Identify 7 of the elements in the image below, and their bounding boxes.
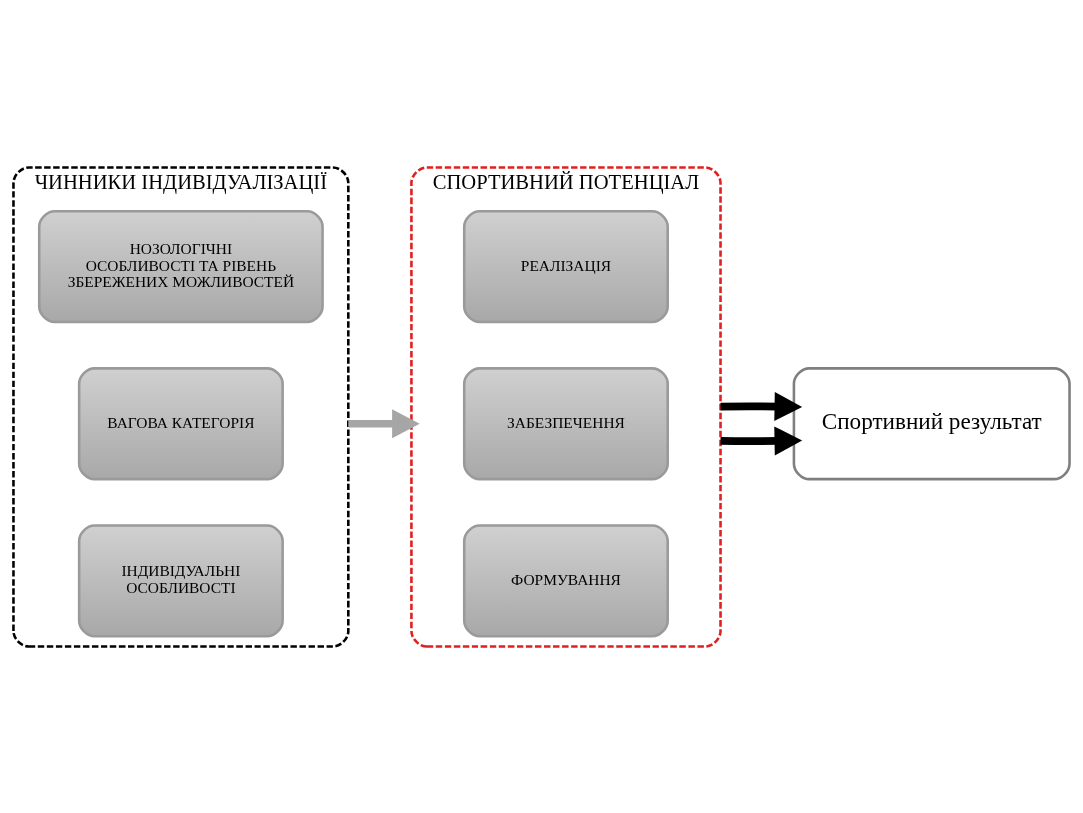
node-box: ІНДИВІДУАЛЬНІ ОСОБЛИВОСТІ	[77, 523, 284, 638]
node-box: НОЗОЛОГІЧНІ ОСОБЛИВОСТІ ТА РІВЕНЬ ЗБЕРЕЖЕНИХ МОЖЛИВОСТЕЙ	[37, 209, 324, 323]
node-box: ВАГОВА КАТЕГОРІЯ	[77, 366, 284, 480]
node-box: РЕАЛІЗАЦІЯ	[462, 209, 669, 323]
node-box: ФОРМУВАННЯ	[462, 523, 669, 638]
node-box: ЗАБЕЗПЕЧЕННЯ	[462, 366, 669, 480]
node-box: Спортивний результат	[792, 366, 1071, 480]
